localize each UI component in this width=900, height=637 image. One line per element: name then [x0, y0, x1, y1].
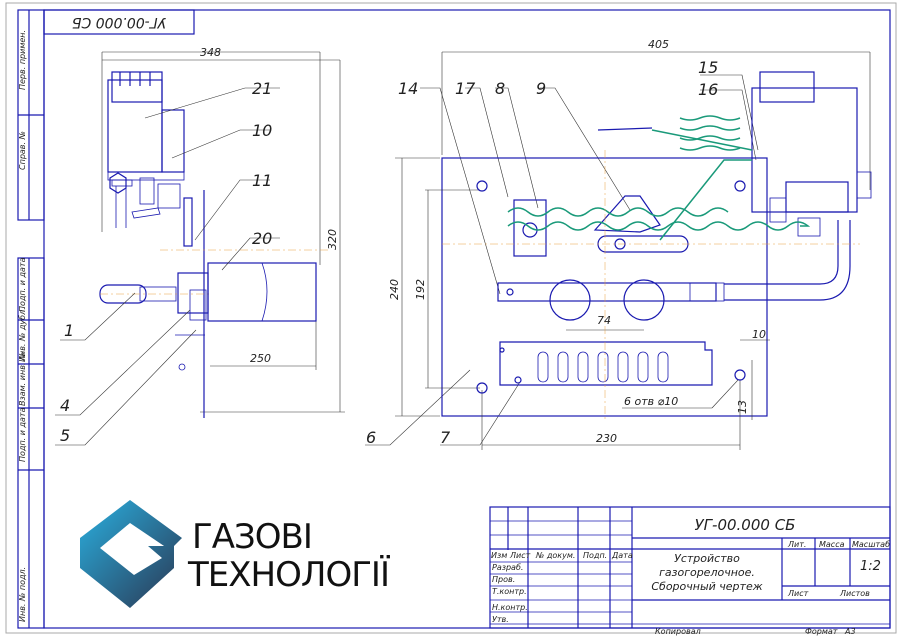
- callout-6: 6: [366, 428, 376, 447]
- callout-5: 5: [60, 426, 70, 445]
- format-value: А3: [844, 627, 856, 636]
- dim-192: 192: [414, 279, 427, 300]
- logo-line1: ГАЗОВІ: [192, 517, 312, 557]
- callout-4: 4: [60, 396, 70, 415]
- row-label: Пров.: [492, 575, 515, 584]
- callout-14: 14: [398, 79, 418, 98]
- title-block: [489, 506, 891, 629]
- dim-405: 405: [648, 38, 669, 51]
- th-sign: Подп.: [583, 551, 607, 560]
- dim-230: 230: [596, 432, 617, 445]
- sheets-label: Листов: [839, 589, 870, 598]
- side-label: Подп. и дата: [18, 257, 27, 312]
- leaders: [55, 74, 759, 446]
- dim-10: 10: [752, 328, 766, 341]
- side-label: Подп. и дата: [18, 407, 27, 462]
- side-label: Инв. № подл.: [18, 567, 27, 622]
- mass-label: Масса: [819, 540, 845, 549]
- th-date: Дата: [611, 551, 633, 560]
- callout-8: 8: [495, 79, 505, 98]
- outer-trim: [5, 2, 897, 634]
- callout-11: 11: [252, 171, 272, 190]
- callout-17: 17: [455, 79, 476, 98]
- dim-320: 320: [326, 229, 339, 250]
- th-izm: Изм: [491, 551, 507, 560]
- row-label: Н.контр.: [492, 603, 528, 612]
- side-label: Взам. инв. №: [18, 352, 27, 406]
- copied-label: Копировал: [655, 627, 701, 636]
- th-list: Лист: [509, 551, 531, 560]
- dim-13: 13: [736, 400, 749, 414]
- title-line: Устройство: [674, 552, 740, 565]
- row-label: Разраб.: [492, 563, 523, 572]
- callout-16: 16: [698, 80, 718, 99]
- logo-line2: ТЕХНОЛОГІЇ: [187, 555, 390, 595]
- callout-20: 20: [252, 229, 272, 248]
- rotated-designation: УГ-00.000 СБ: [72, 14, 166, 30]
- logo-mark-icon: [80, 500, 182, 608]
- title-line: Сборочный чертеж: [651, 580, 762, 593]
- front-view: [395, 51, 872, 450]
- row-label: Утв.: [492, 615, 509, 624]
- th-doc: № докум.: [535, 551, 575, 560]
- callout-21: 21: [252, 79, 272, 98]
- callout-1: 1: [64, 321, 74, 340]
- side-label: Справ. №: [18, 131, 27, 170]
- sheet-label: Лист: [787, 589, 809, 598]
- callout-9: 9: [536, 79, 546, 98]
- side-view: [99, 51, 345, 418]
- side-label: Инв. № дубл.: [18, 307, 27, 362]
- callout-10: 10: [252, 121, 272, 140]
- dim-74: 74: [597, 314, 611, 327]
- title-line: газогорелочное.: [659, 566, 755, 579]
- scale-label: Масштаб: [852, 540, 890, 549]
- dim-348: 348: [200, 46, 221, 59]
- top-stamp: [43, 9, 195, 35]
- dim-250: 250: [250, 352, 271, 365]
- designation: УГ-00.000 СБ: [695, 516, 796, 534]
- holes-note: 6 отв ⌀10: [624, 395, 678, 408]
- row-label: Т.контр.: [492, 587, 527, 596]
- gazovi-logo: ГАЗОВІ ТЕХНОЛОГІЇ: [80, 500, 391, 608]
- dim-240: 240: [388, 279, 401, 300]
- lit-label: Лит.: [787, 540, 806, 549]
- scale-value: 1:2: [860, 559, 881, 574]
- callout-15: 15: [698, 58, 718, 77]
- side-label: Перв. примен.: [18, 30, 27, 90]
- format-label: Формат: [805, 627, 838, 636]
- callout-7: 7: [440, 428, 451, 447]
- side-strip: [17, 9, 45, 629]
